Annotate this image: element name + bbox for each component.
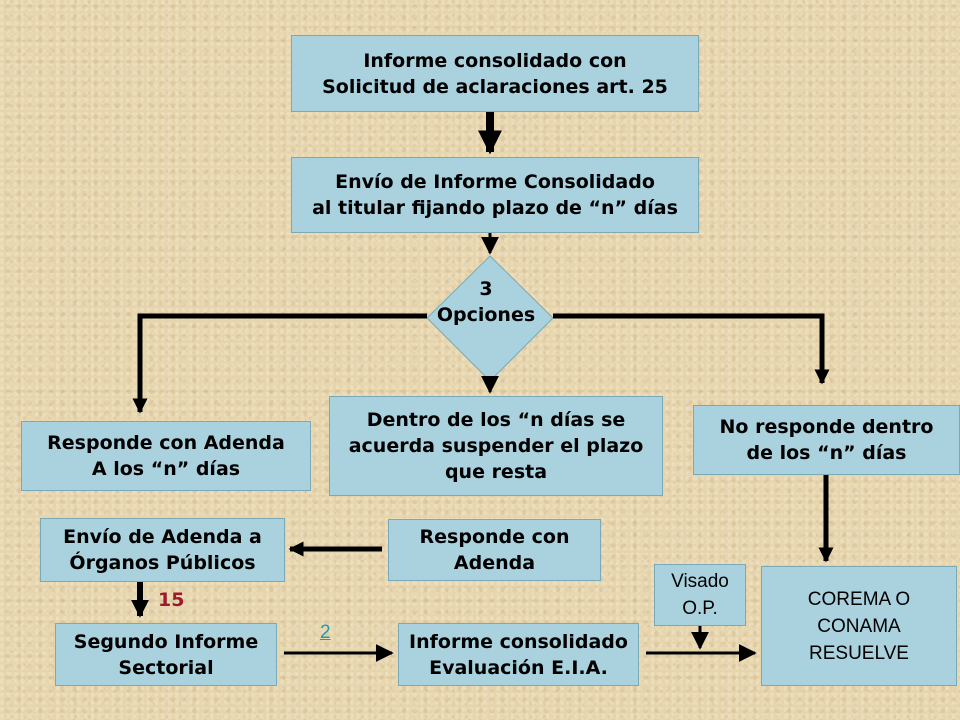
opciones-label: 3 Opciones (430, 276, 542, 328)
responde-adenda-box: Responde con Adenda (388, 519, 601, 581)
node-line: Envío de Adenda a (63, 526, 262, 548)
no-responde-box: No responde dentro de los “n” días (693, 405, 960, 475)
node-line: No responde dentro (719, 416, 934, 438)
envio-adenda-box: Envío de Adenda a Órganos Públicos (40, 518, 285, 582)
node-line: Opciones (436, 304, 536, 326)
node-line: Segundo Informe (73, 630, 259, 653)
envio-informe-box: Envío de Informe Consolidado al titular … (291, 157, 699, 233)
informe-consolidado-inicial-box: Informe consolidado con Solicitud de acl… (291, 35, 699, 112)
node-line: 3 (479, 278, 493, 300)
arrow-opciones-to-no-responde (553, 313, 830, 385)
visado-box: Visado O.P. (654, 564, 746, 626)
node-line: Dentro de los “n días se (366, 409, 626, 431)
node-line: O.P. (682, 598, 718, 619)
node-line: Informe consolidado (409, 630, 628, 653)
plazo-adenda-number: 15 (158, 589, 185, 611)
node-line: Responde con (419, 526, 570, 548)
node-line: COREMA O (807, 588, 911, 610)
node-line: RESUELVE (809, 642, 909, 664)
segundo-informe-box: Segundo Informe Sectorial (55, 623, 277, 686)
node-line: al titular fijando plazo de “n” días (312, 197, 678, 219)
node-line: Solicitud de aclaraciones art. 25 (322, 75, 668, 98)
suspender-plazo-box: Dentro de los “n días se acuerda suspend… (329, 396, 663, 496)
node-line: Informe consolidado con (363, 49, 627, 72)
node-line: Órganos Públicos (69, 552, 256, 574)
node-line: de los “n” días (746, 442, 907, 464)
node-line: Visado (671, 571, 729, 592)
node-line: Responde con Adenda (47, 432, 285, 454)
node-line: que resta (444, 461, 548, 483)
node-line: CONAMA (817, 615, 901, 637)
node-line: Envío de Informe Consolidado (335, 171, 655, 193)
corema-box: COREMA O CONAMA RESUELVE (761, 566, 957, 686)
node-line: Sectorial (118, 656, 214, 679)
node-line: Evaluación E.I.A. (429, 656, 608, 679)
node-line: acuerda suspender el plazo (348, 435, 644, 457)
node-line: A los “n” días (91, 458, 241, 480)
arrow-opciones-to-responde-n (132, 313, 427, 414)
responde-adenda-n-box: Responde con Adenda A los “n” días (21, 421, 311, 491)
plazo-segundo-link[interactable]: 2 (320, 622, 331, 643)
informe-eia-box: Informe consolidado Evaluación E.I.A. (398, 623, 639, 686)
node-line: Adenda (453, 552, 536, 574)
